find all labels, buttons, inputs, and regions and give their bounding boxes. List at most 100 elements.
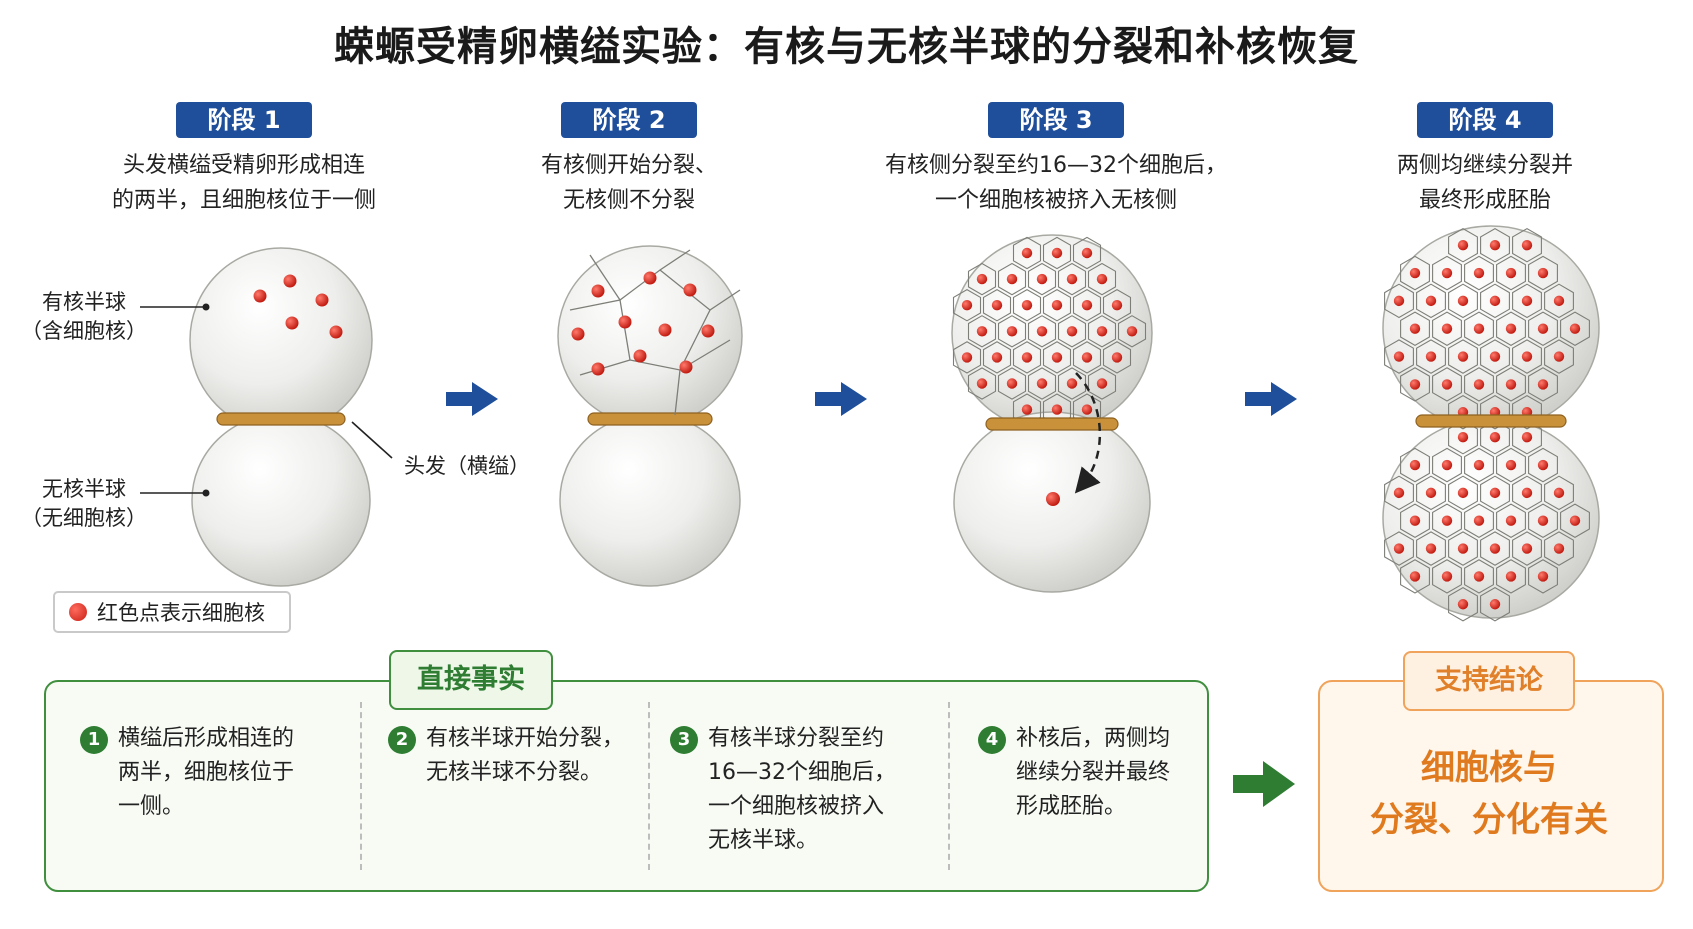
nucleus xyxy=(1457,543,1469,554)
facts-to-conclusion-arrow xyxy=(1233,761,1295,807)
nucleus xyxy=(1096,378,1108,389)
cell-outline xyxy=(1528,311,1558,347)
nucleus xyxy=(679,360,693,374)
cell-outline xyxy=(1512,475,1542,511)
cell-outline xyxy=(1544,531,1574,566)
nucleus xyxy=(1021,404,1033,415)
cell-outline xyxy=(1544,283,1574,319)
nucleus xyxy=(1489,543,1501,554)
anucleate-hemisphere xyxy=(559,413,741,587)
fact-separator xyxy=(948,702,950,870)
nucleus xyxy=(1409,267,1421,279)
cell-outline xyxy=(1072,341,1102,374)
cell-outline xyxy=(1072,288,1102,322)
cell-outline xyxy=(1480,531,1510,566)
cell-outline xyxy=(1432,503,1462,539)
stage-1-desc: 头发横缢受精卵形成相连 的两半，且细胞核位于一侧 xyxy=(111,153,376,213)
cell-outline xyxy=(1512,283,1542,319)
cell-outline xyxy=(1012,236,1042,270)
nucleus xyxy=(283,274,297,288)
nucleated-hemisphere xyxy=(189,247,373,433)
nucleus xyxy=(1505,571,1517,582)
cell-outline xyxy=(1496,559,1526,594)
nucleus xyxy=(1081,300,1093,311)
nucleus xyxy=(1046,492,1060,506)
hair-ligature xyxy=(985,417,1119,431)
stage-3-badge: 阶段 3 xyxy=(988,102,1124,138)
nucleus xyxy=(1473,267,1485,279)
cell-outline xyxy=(1042,236,1072,270)
nucleus xyxy=(701,324,715,338)
nucleus xyxy=(1521,240,1533,251)
stage-arrow-2 xyxy=(815,382,867,416)
cell-outline xyxy=(1012,288,1042,322)
nucleus xyxy=(1081,352,1093,363)
stage-4-desc: 两侧均继续分裂并 最终形成胚胎 xyxy=(1396,153,1573,213)
nucleus xyxy=(1489,295,1501,307)
nucleus xyxy=(1393,351,1405,362)
nucleus xyxy=(591,284,605,298)
nucleus xyxy=(1473,379,1485,390)
nucleus xyxy=(1537,267,1549,279)
nucleus xyxy=(1489,351,1501,362)
nucleus xyxy=(961,300,973,311)
nucleus xyxy=(1457,240,1469,251)
nucleus xyxy=(1393,543,1405,554)
cell-outline xyxy=(1448,394,1478,430)
nucleated-leader-dot xyxy=(202,303,210,311)
nucleus xyxy=(1457,487,1469,499)
hair-ligature xyxy=(587,412,713,426)
cell-outline xyxy=(1464,311,1494,347)
nucleus xyxy=(1066,273,1078,285)
cell-outline xyxy=(1496,255,1526,291)
nucleus xyxy=(1441,379,1453,390)
cell-outline xyxy=(1057,315,1087,348)
conclusion-title: 支持结论 xyxy=(1403,651,1575,711)
cell-outline xyxy=(1012,341,1042,374)
nucleus xyxy=(1505,323,1517,334)
nucleus xyxy=(1489,432,1501,443)
cell-outline xyxy=(1400,255,1430,291)
nucleus xyxy=(1126,326,1138,337)
cell-outline xyxy=(1400,367,1430,402)
nucleus xyxy=(1457,599,1469,610)
cell-outline xyxy=(1560,311,1590,347)
facts-panel xyxy=(44,680,1209,892)
nucleus xyxy=(1569,515,1581,526)
nucleus xyxy=(591,362,605,376)
nucleus xyxy=(991,352,1003,363)
fact-3-number: 3 xyxy=(670,726,698,754)
cell-outline xyxy=(1528,559,1558,594)
stage-arrow-3 xyxy=(1245,382,1297,416)
nucleus xyxy=(1036,326,1048,337)
cell-outline xyxy=(1560,503,1590,539)
nucleus xyxy=(976,326,988,337)
nucleus xyxy=(329,325,343,339)
nucleus xyxy=(1393,487,1405,499)
nucleus xyxy=(253,289,267,303)
cell-outline xyxy=(1042,341,1072,374)
cleavage-furrow xyxy=(569,249,691,311)
nucleus xyxy=(1505,267,1517,279)
cell-outline xyxy=(1400,559,1430,594)
cell-outline xyxy=(1416,283,1446,319)
nucleus xyxy=(1425,543,1437,554)
cell-grid xyxy=(1384,419,1590,622)
nucleus xyxy=(976,378,988,389)
cell-outline xyxy=(1072,236,1102,270)
cell-outline xyxy=(1496,447,1526,483)
cell-outline xyxy=(1448,283,1478,319)
nucleus xyxy=(1021,247,1033,259)
nucleus xyxy=(1425,351,1437,362)
cleavage-furrow xyxy=(674,369,681,416)
cell-outline xyxy=(1512,531,1542,566)
nucleus xyxy=(1081,404,1093,415)
nucleus xyxy=(633,349,647,363)
cell-outline xyxy=(1448,419,1478,455)
hair-ligature xyxy=(1415,414,1567,428)
nucleus xyxy=(1409,379,1421,390)
nucleus xyxy=(1051,300,1063,311)
nucleus xyxy=(1409,459,1421,471)
cell-outline xyxy=(1384,531,1414,566)
fact-separator xyxy=(360,702,362,870)
